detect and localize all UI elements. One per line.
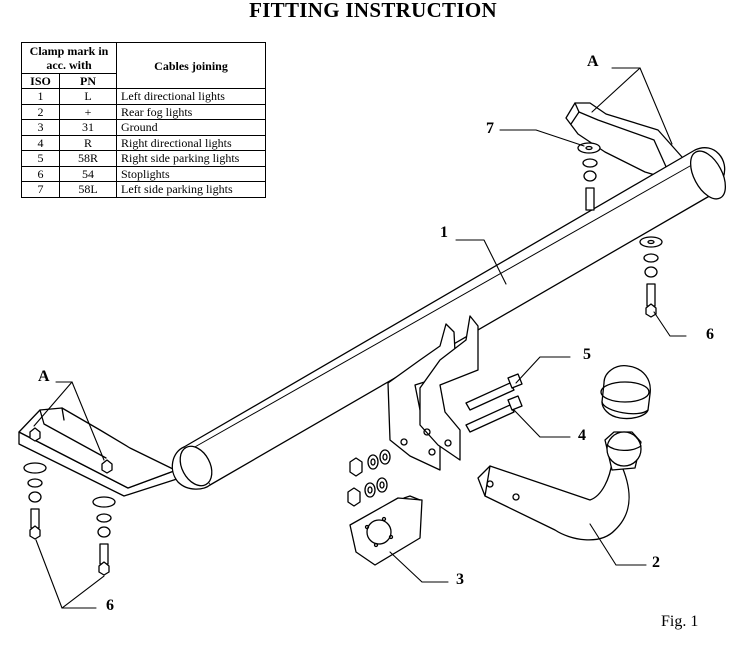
table-row: 2 + Rear fog lights bbox=[21, 103, 266, 120]
bolt-lower bbox=[465, 395, 523, 433]
desc-cell: Rear fog lights bbox=[116, 103, 266, 120]
callout-a-left: A bbox=[38, 368, 50, 385]
main-cross-tube bbox=[183, 147, 727, 486]
bolt-upper bbox=[465, 373, 523, 411]
fastener-stack-top bbox=[577, 142, 601, 211]
iso-cell: 7 bbox=[21, 181, 60, 198]
pn-header: PN bbox=[59, 73, 117, 89]
nuts-washers-lower bbox=[347, 477, 388, 507]
cables-joining-header: Cables joining bbox=[116, 42, 266, 89]
left-mounting-bracket bbox=[18, 407, 213, 497]
iso-header: ISO bbox=[21, 73, 60, 89]
fastener-stack-left-b bbox=[92, 459, 116, 576]
callout-3: 3 bbox=[456, 571, 464, 588]
callout-5: 5 bbox=[583, 346, 591, 363]
figure-caption: Fig. 1 bbox=[661, 613, 699, 630]
desc-cell: Left side parking lights bbox=[116, 181, 266, 198]
leader-lines bbox=[33, 67, 687, 609]
callout-6-right: 6 bbox=[706, 326, 714, 343]
ball-cap bbox=[600, 365, 651, 420]
callout-1: 1 bbox=[440, 224, 448, 241]
table-row: 4 R Right directional lights bbox=[21, 134, 266, 151]
callout-6-bottom: 6 bbox=[106, 597, 114, 614]
center-bracket-plates bbox=[387, 315, 479, 471]
clamp-mark-header: Clamp mark in acc. with bbox=[21, 42, 117, 74]
socket-plate bbox=[349, 495, 423, 566]
cable-joining-table: Clamp mark in acc. with Cables joining I… bbox=[21, 42, 266, 198]
ball-hitch bbox=[477, 431, 642, 541]
callout-7: 7 bbox=[486, 120, 494, 137]
table-row: 7 58L Left side parking lights bbox=[21, 181, 266, 198]
fastener-stack-right bbox=[639, 236, 663, 318]
fastener-stack-left-a bbox=[23, 427, 47, 540]
pn-cell: 58R bbox=[59, 150, 117, 167]
nuts-washers-upper bbox=[349, 449, 391, 477]
desc-cell: Right side parking lights bbox=[116, 150, 266, 167]
callout-4: 4 bbox=[578, 427, 586, 444]
table-row: 5 58R Right side parking lights bbox=[21, 150, 266, 167]
callout-2: 2 bbox=[652, 554, 660, 571]
desc-cell: Right directional lights bbox=[116, 134, 266, 151]
callout-a-top: A bbox=[587, 53, 599, 70]
page-title: FITTING INSTRUCTION bbox=[249, 0, 497, 22]
table-row: 6 54 Stoplights bbox=[21, 165, 266, 182]
